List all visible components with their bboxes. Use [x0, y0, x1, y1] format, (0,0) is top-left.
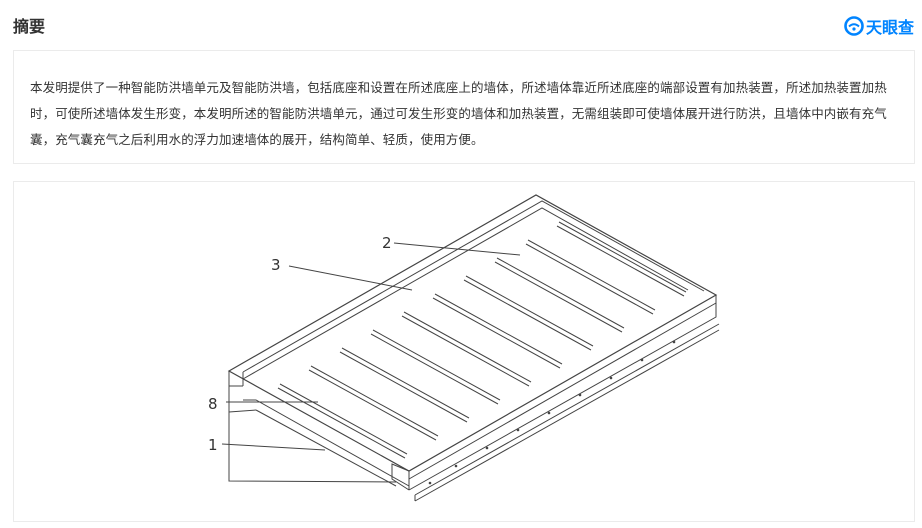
- figure-label-2: 2: [382, 234, 392, 252]
- patent-drawing: 2 3 8 1: [208, 194, 720, 502]
- brand-name: 天眼查: [865, 18, 914, 37]
- figure-label-8: 8: [208, 395, 218, 413]
- section-title: 摘要: [13, 17, 46, 36]
- figure-label-3: 3: [271, 256, 281, 274]
- abstract-box: 本发明提供了一种智能防洪墙单元及智能防洪墙，包括底座和设置在所述底座上的墙体，所…: [13, 50, 915, 164]
- header: 摘要 天眼查: [0, 0, 922, 50]
- patent-figure: 2 3 8 1: [13, 181, 915, 522]
- brand-logo[interactable]: 天眼查: [844, 14, 914, 38]
- figure-label-1: 1: [208, 436, 218, 454]
- abstract-text: 本发明提供了一种智能防洪墙单元及智能防洪墙，包括底座和设置在所述底座上的墙体，所…: [30, 80, 887, 147]
- tianyancha-logo-icon: [844, 16, 864, 36]
